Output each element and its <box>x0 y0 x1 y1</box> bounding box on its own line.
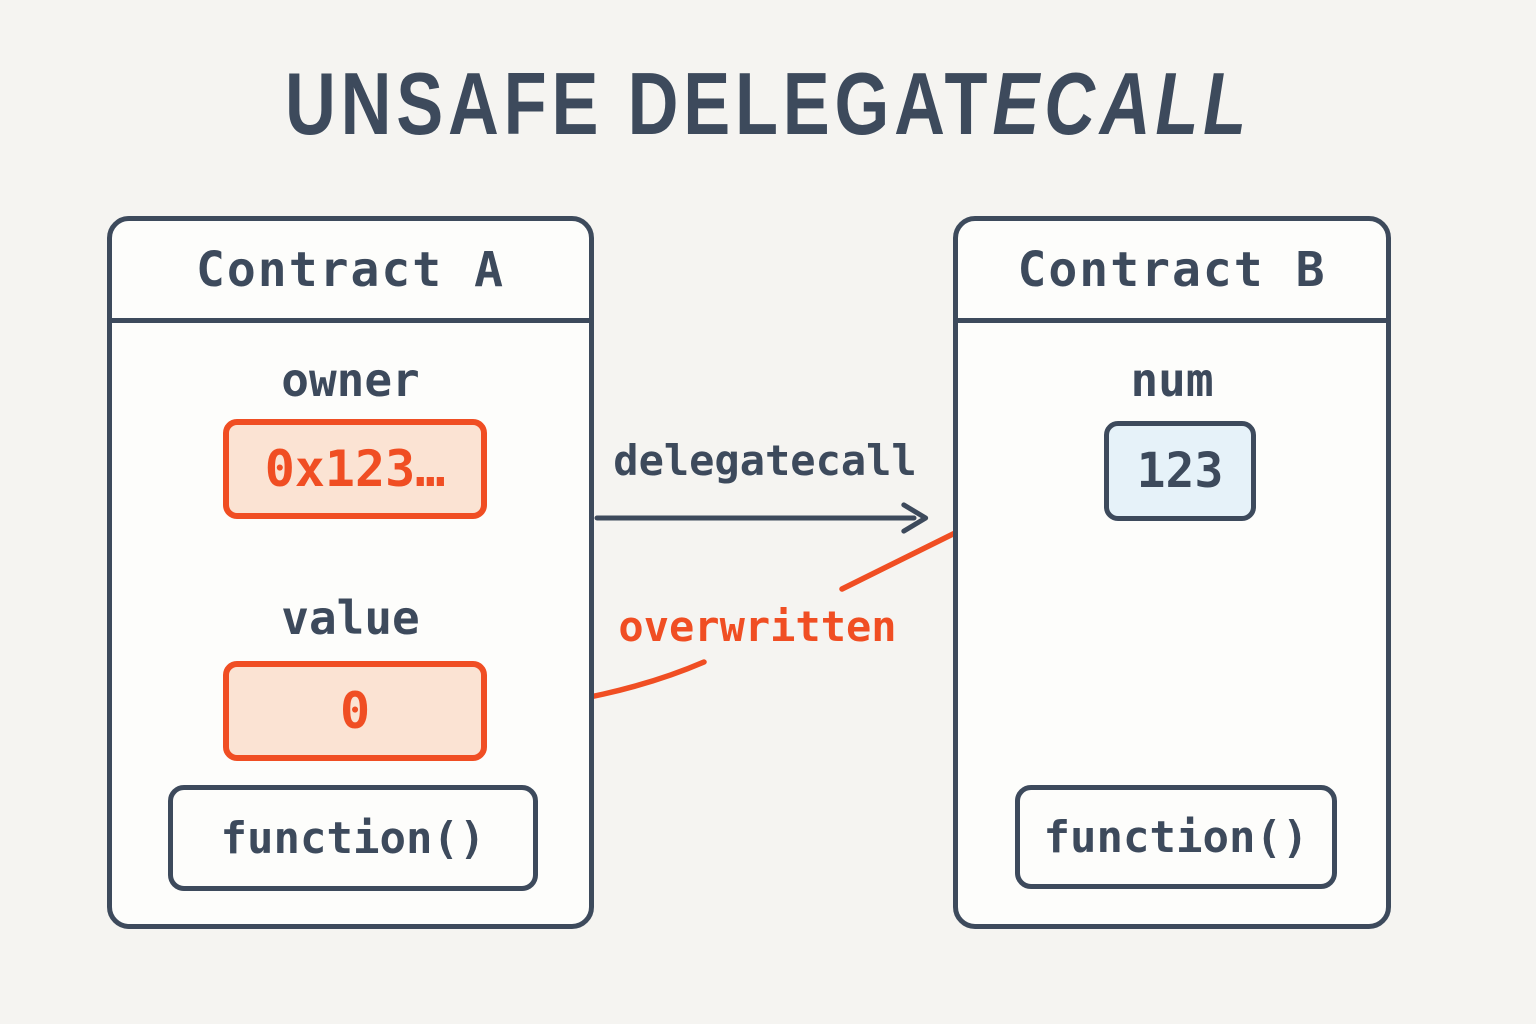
contract-a-header: Contract A <box>112 221 589 323</box>
contract-b-function-box: function() <box>1015 785 1337 889</box>
num-value-box: 123 <box>1104 421 1256 521</box>
owner-label: owner <box>281 353 420 407</box>
contract-b-header: Contract B <box>958 221 1386 323</box>
contract-b-box: Contract B num 123 function() <box>953 216 1391 929</box>
delegatecall-label: delegatecall <box>613 436 917 485</box>
page-title-normal: UNSAFE DELEGAT <box>285 54 993 153</box>
page-title-italic: ECALL <box>992 54 1251 153</box>
contract-a-box: Contract A owner 0x123… value 0 function… <box>107 216 594 929</box>
value-value-box: 0 <box>223 661 487 761</box>
page-title: UNSAFE DELEGATECALL <box>154 60 1383 148</box>
owner-value-box: 0x123… <box>223 419 487 519</box>
value-value: 0 <box>339 682 371 740</box>
overwritten-label: overwritten <box>618 602 897 651</box>
num-label: num <box>1130 353 1214 407</box>
contract-a-function-box: function() <box>168 785 538 891</box>
owner-value: 0x123… <box>264 440 446 498</box>
num-value: 123 <box>1136 443 1224 499</box>
value-label: value <box>281 591 420 645</box>
